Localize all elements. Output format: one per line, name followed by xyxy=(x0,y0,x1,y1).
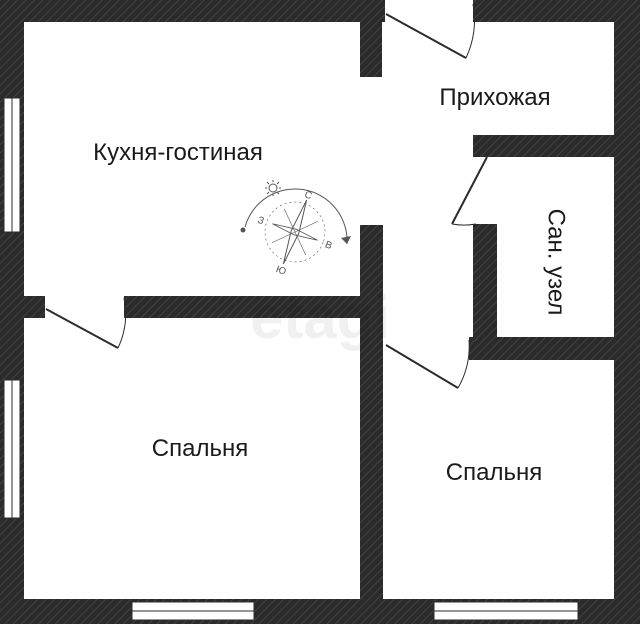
wall-stub-entrance xyxy=(360,0,382,77)
wall-top-left xyxy=(0,0,385,22)
wall-kitchen-bedroom-b xyxy=(124,296,360,318)
compass-arc xyxy=(244,188,348,245)
door-entrance xyxy=(385,13,467,59)
compass-rose: С Ю В З xyxy=(256,189,334,278)
sun-icon xyxy=(265,180,281,196)
wall-bath-bottom xyxy=(469,337,614,360)
door-bedroom-left xyxy=(45,308,119,349)
wall-top-right xyxy=(473,0,640,22)
room-label-hallway: Прихожая xyxy=(439,84,550,111)
door-bathroom xyxy=(451,156,488,225)
room-label-kitchen-living: Кухня-гостиная xyxy=(93,139,263,166)
wall-right xyxy=(614,0,640,624)
door-bedroom-right xyxy=(385,344,459,389)
compass-west: З xyxy=(256,215,265,227)
room-label-bedroom-left: Спальня xyxy=(152,435,248,462)
doors xyxy=(45,3,488,389)
windows xyxy=(3,97,579,621)
wall-kitchen-bedroom-a xyxy=(24,296,45,318)
compass-east: В xyxy=(323,239,333,252)
room-label-bedroom-right: Спальня xyxy=(446,459,542,486)
wall-left-mid xyxy=(0,232,24,302)
compass: С Ю В З xyxy=(240,180,351,278)
compass-dot xyxy=(240,227,246,233)
room-label-bathroom: Сан. узел xyxy=(543,209,570,316)
watermark: etagi xyxy=(250,284,390,351)
wall-hall-bath xyxy=(473,135,614,157)
wall-central xyxy=(360,225,383,599)
compass-north: С xyxy=(303,189,314,202)
wall-left xyxy=(0,0,24,624)
compass-south: Ю xyxy=(274,264,287,278)
